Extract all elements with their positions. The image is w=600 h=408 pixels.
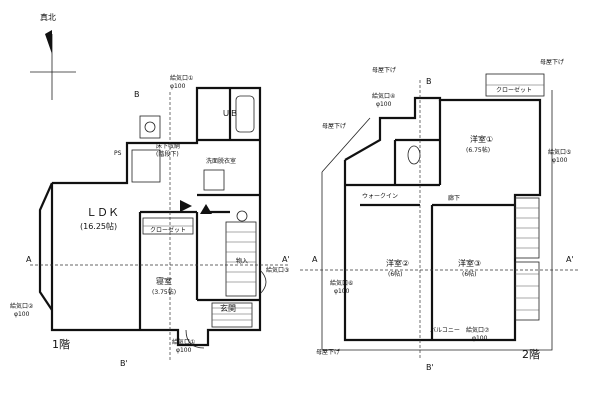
floor1-closet: クローゼット <box>150 226 186 234</box>
floor2-vent-bottom-label: 給気口⑦ <box>466 326 490 334</box>
floor1-title: 1階 <box>52 337 70 351</box>
floor2-vent-left-label: 給気口⑥ <box>330 279 353 287</box>
floor2-bed2-name: 洋室② <box>386 258 409 268</box>
floor1-mark-b-prime: B' <box>120 359 128 368</box>
floor2-bed1-area: (6.75帖) <box>466 146 490 154</box>
floor1-vent-right-label: 給気口③ <box>266 266 289 274</box>
floor1-storage-small: 物入 <box>236 257 248 265</box>
floor2-mark-a: A <box>312 255 318 264</box>
floor1-ps: PS <box>114 150 122 157</box>
floor2-closet: クローゼット <box>496 86 532 94</box>
floor2-vent-right-label: 給気口⑤ <box>548 148 571 156</box>
floor2-eave-mid-left: 母屋下げ <box>322 122 346 130</box>
floor2-stairs <box>514 197 540 259</box>
floor2-plan: 洋室① (6.75帖) 洋室② (6帖) 洋室③ (6帖) 廊下 ウォークイン … <box>300 58 580 372</box>
floor2-vent-top-size: φ100 <box>376 101 392 108</box>
floor1-bath: ＵＢ <box>222 109 238 118</box>
floor2-bed2-area: (6帖) <box>388 270 403 278</box>
floor1-ldk-name: ＬＤＫ <box>86 206 119 219</box>
floor1-mark-a-prime: A' <box>282 255 290 264</box>
floor1-entrance: 玄関 <box>220 303 236 313</box>
floor2-balcony: バルコニー <box>430 327 460 334</box>
floor1-stair-storage: (階段下) <box>156 150 179 158</box>
floor1-mark-b: B <box>134 90 140 99</box>
floor2-mark-b-prime: B' <box>426 363 434 372</box>
floor2-bed3-name: 洋室③ <box>458 258 481 268</box>
floor2-hall: 廊下 <box>448 194 460 202</box>
floor2-mark-a-prime: A' <box>566 255 574 264</box>
floor1-vent-top-label: 給気口① <box>170 74 193 82</box>
floor2-mark-b: B <box>426 77 432 86</box>
north-label: 真北 <box>40 12 56 22</box>
floor1-mark-a: A <box>26 255 32 264</box>
floor1-bed-area: (3.75帖) <box>152 288 176 296</box>
floor1-vent-top-size: φ100 <box>170 83 186 90</box>
floor2-vent-bottom-size: φ100 <box>472 335 488 342</box>
floor2-vent-right-size: φ100 <box>552 157 568 164</box>
floor1-under-storage: 床下収納 <box>156 142 180 150</box>
floor1-vent-bottom-label: 給気口① <box>172 338 195 346</box>
floor1-vent-left-size: φ100 <box>14 311 30 318</box>
floor2-eave-top-right: 母屋下げ <box>540 58 564 66</box>
floor2-bed3-area: (6帖) <box>462 270 477 278</box>
floor1-vent-left-label: 給気口② <box>10 302 34 310</box>
floor2-eave-top-left: 母屋下げ <box>372 66 396 74</box>
floor1-bed-name: 寝室 <box>156 276 172 286</box>
floor2-bed1-name: 洋室① <box>470 134 493 144</box>
floor2-vent-left-size: φ100 <box>334 288 350 295</box>
floor1-ldk-area: (16.25帖) <box>80 221 117 231</box>
floor1-plan: ＬＤＫ (16.25帖) 寝室 (3.75帖) 洗面脱衣室 ＵＢ 床下収納 (階… <box>10 74 290 368</box>
floor1-washroom: 洗面脱衣室 <box>206 157 236 165</box>
north-indicator: 真北 <box>30 12 76 100</box>
floor1-vent-bottom-size: φ100 <box>176 347 192 354</box>
floor2-eave-bottom-left: 母屋下げ <box>316 348 340 356</box>
floor2-vent-top-label: 給気口④ <box>372 92 395 100</box>
floor2-wic: ウォークイン <box>362 192 398 200</box>
floor2-title: 2階 <box>522 347 540 361</box>
floor1-stairs <box>225 210 257 297</box>
